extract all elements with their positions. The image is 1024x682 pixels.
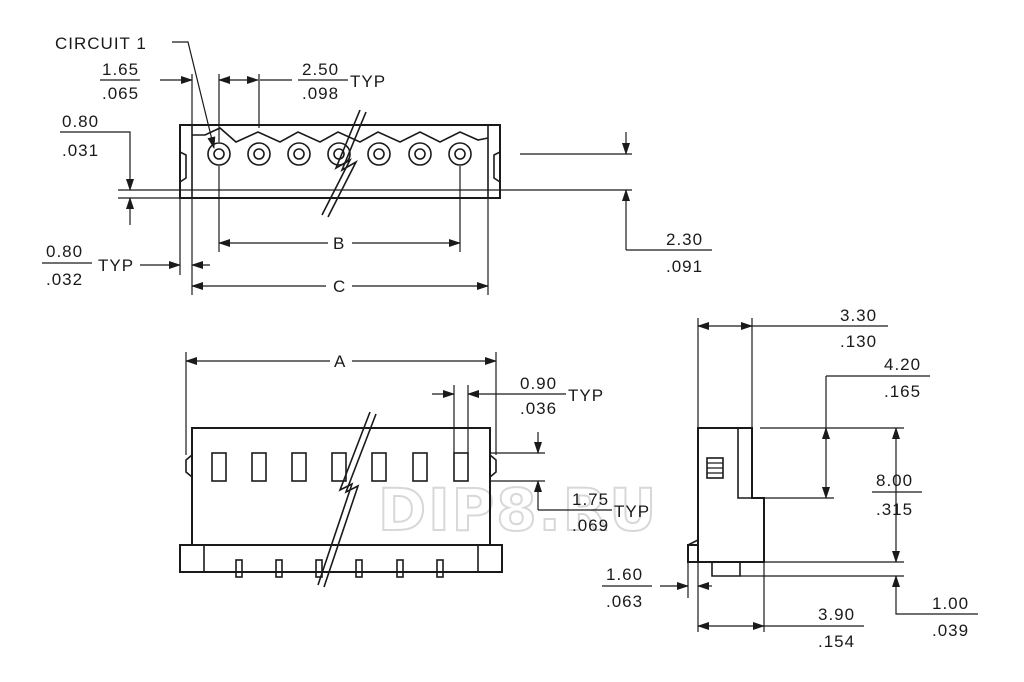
svg-text:.065: .065 (102, 84, 139, 103)
svg-text:.098: .098 (302, 84, 339, 103)
svg-text:.091: .091 (666, 257, 703, 276)
svg-text:2.30: 2.30 (666, 230, 703, 249)
svg-text:3.30: 3.30 (840, 306, 877, 325)
front-view: A 0.90 .036 TYP 1.75 .069 TYP (179, 352, 650, 588)
dim-b-label: B (333, 234, 345, 253)
svg-text:TYP: TYP (614, 502, 650, 521)
svg-text:.165: .165 (884, 382, 921, 401)
svg-text:.039: .039 (932, 621, 969, 640)
svg-text:3.90: 3.90 (818, 605, 855, 624)
dim-c-label: C (333, 277, 346, 296)
svg-text:0.80: 0.80 (46, 242, 83, 261)
side-view-outline (697, 427, 765, 563)
dim-a-label: A (334, 352, 346, 371)
svg-text:.031: .031 (62, 141, 99, 160)
svg-text:.130: .130 (840, 332, 877, 351)
svg-text:.032: .032 (46, 270, 83, 289)
svg-text:.154: .154 (818, 632, 855, 651)
contact-windows (211, 452, 469, 482)
svg-text:1.00: 1.00 (932, 594, 969, 613)
svg-text:.315: .315 (876, 500, 913, 519)
svg-text:1.60: 1.60 (606, 565, 643, 584)
svg-text:.036: .036 (520, 399, 557, 418)
svg-text:8.00: 8.00 (876, 471, 913, 490)
svg-text:TYP: TYP (350, 72, 386, 91)
side-view: 3.30 .130 4.20 .165 8.00 .315 1.00 .039 … (602, 306, 978, 651)
contact-pins (235, 559, 444, 578)
top-view-outline (179, 124, 501, 199)
top-view: CIRCUIT 1 1.65 .065 2.50 .098 TYP 0.80 .… (42, 34, 712, 296)
svg-text:4.20: 4.20 (884, 355, 921, 374)
svg-text:TYP: TYP (568, 386, 604, 405)
circuit-holes (207, 142, 472, 166)
break-symbol (321, 109, 361, 216)
circuit-1-label: CIRCUIT 1 (55, 34, 147, 53)
svg-text:2.50: 2.50 (302, 60, 339, 79)
svg-text:0.90: 0.90 (520, 374, 557, 393)
svg-text:1.65: 1.65 (102, 60, 139, 79)
svg-text:0.80: 0.80 (62, 112, 99, 131)
svg-text:TYP: TYP (98, 256, 134, 275)
svg-text:.063: .063 (606, 592, 643, 611)
svg-text:.069: .069 (572, 516, 609, 535)
svg-text:1.75: 1.75 (572, 490, 609, 509)
